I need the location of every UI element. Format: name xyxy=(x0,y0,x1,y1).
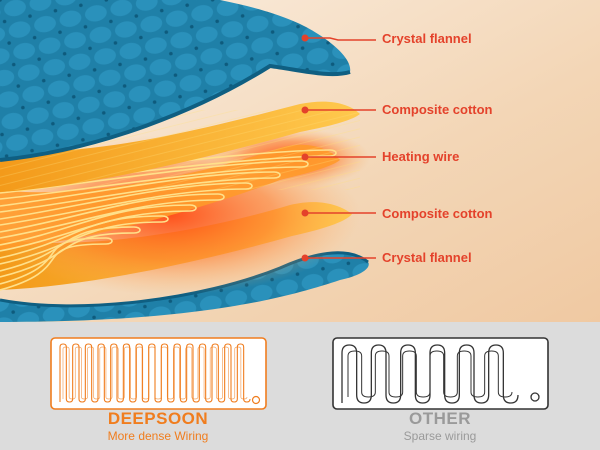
deepsoon-subtitle: More dense Wiring xyxy=(107,429,209,443)
sparse-wiring-icon xyxy=(341,344,519,404)
sparse-wire-path xyxy=(347,350,513,398)
deepsoon-title: DEEPSOON xyxy=(107,409,209,428)
label-heating-wire: Heating wire xyxy=(382,149,460,164)
layers-diagram xyxy=(0,0,600,322)
heating-coil-loop xyxy=(0,193,225,239)
top-flannel-layer xyxy=(0,0,351,160)
deepsoon-connector xyxy=(251,395,261,405)
callout-lines xyxy=(301,34,376,262)
label-bottom-composite-cotton: Composite cotton xyxy=(382,206,493,221)
other-subtitle: Sparse wiring xyxy=(403,429,477,443)
heating-coil-loop xyxy=(0,237,113,291)
label-top-crystal-flannel: Crystal flannel xyxy=(382,31,472,46)
label-top-composite-cotton: Composite cotton xyxy=(382,102,493,117)
label-bottom-crystal-flannel: Crystal flannel xyxy=(382,250,472,265)
sparse-wire-path xyxy=(341,344,519,404)
other-connector xyxy=(530,392,540,402)
dense-wiring-icon xyxy=(59,343,251,403)
dense-wire-path xyxy=(62,346,248,400)
top-flannel-edge xyxy=(0,63,351,162)
heating-coil-loop xyxy=(0,204,197,252)
other-title: OTHER xyxy=(409,409,471,428)
comparison-diagrams xyxy=(50,337,549,410)
comparison-panel: DEEPSOON More dense Wiring OTHER Sparse … xyxy=(0,322,600,450)
other-pad xyxy=(332,337,549,410)
